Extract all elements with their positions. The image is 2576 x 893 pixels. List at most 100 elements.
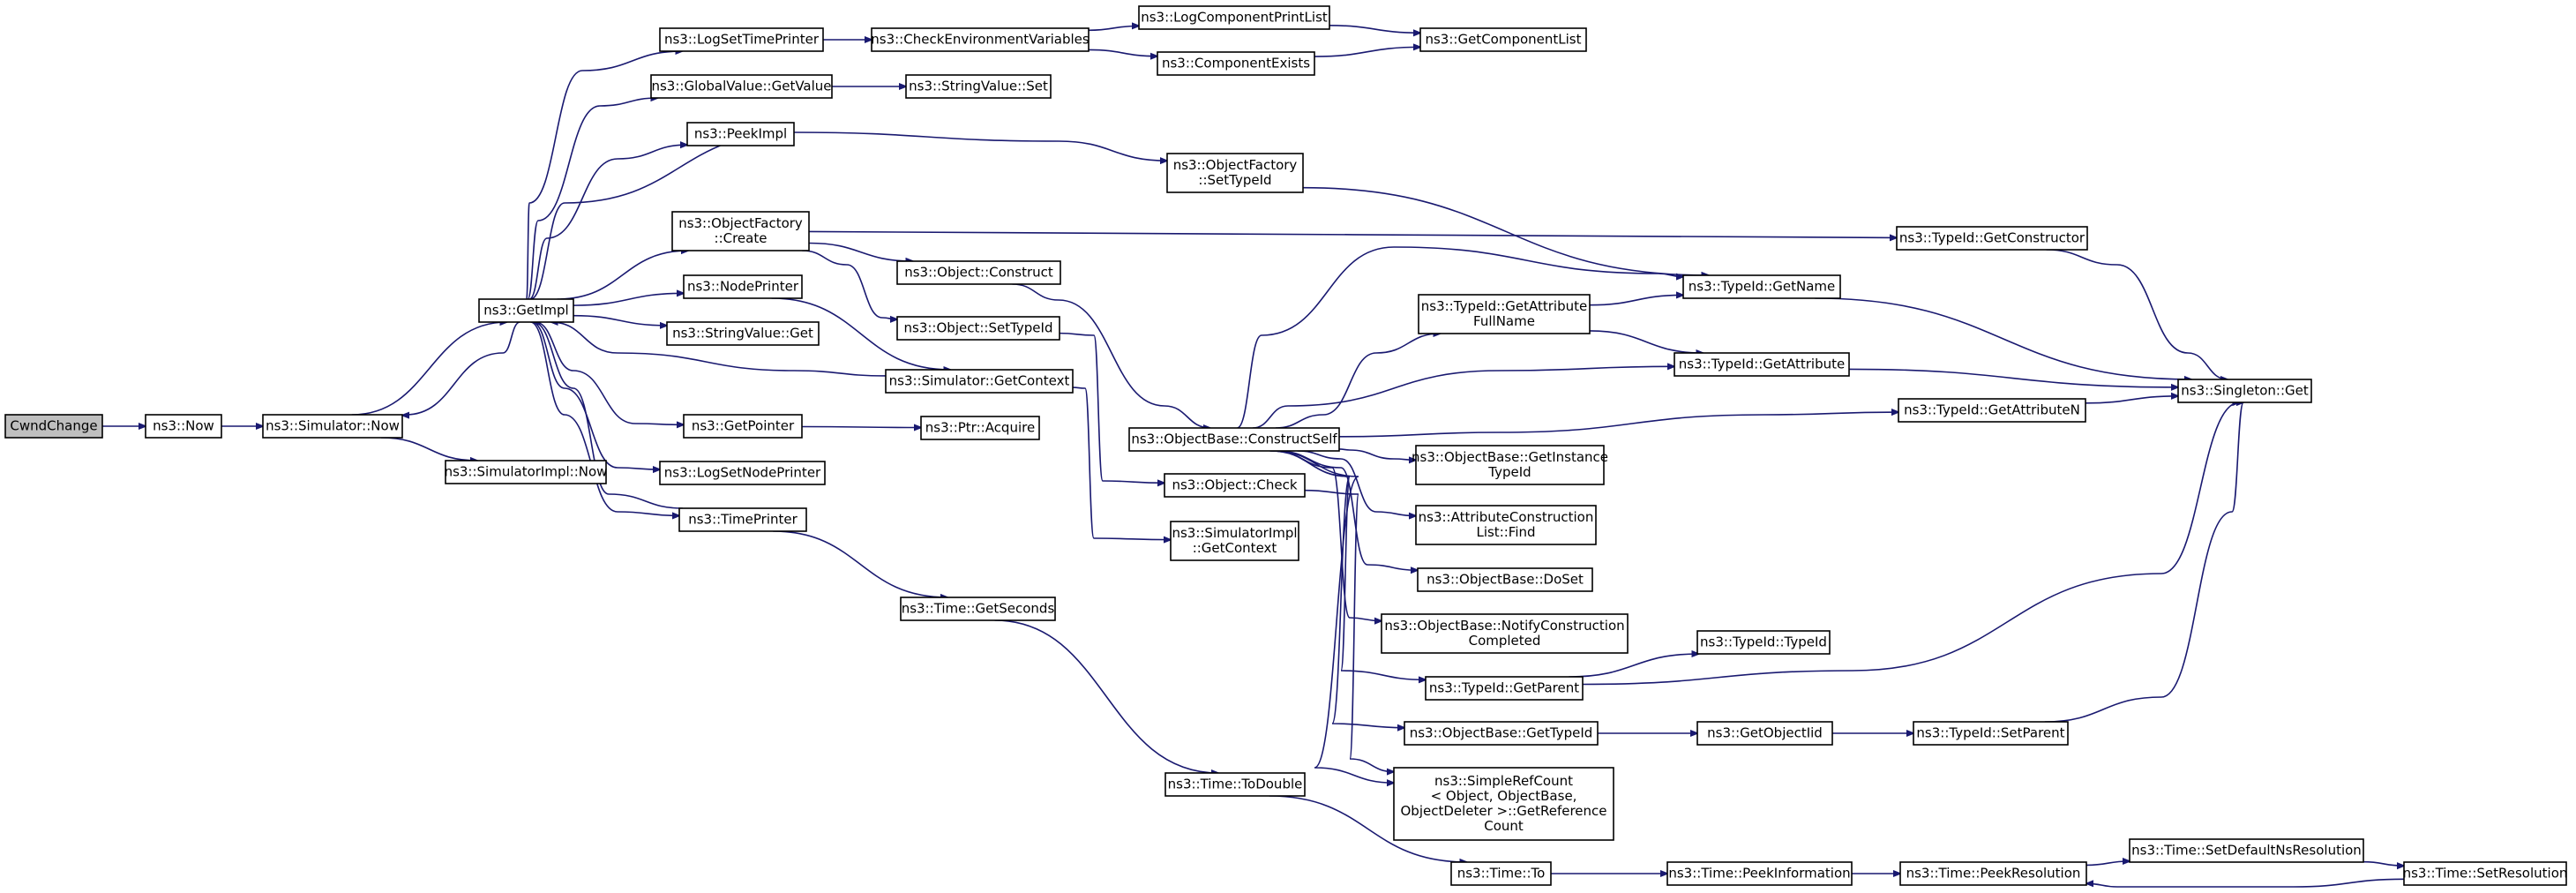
node-setdefault[interactable]: ns3::Time::SetDefaultNsResolution (2129, 838, 2364, 863)
node-nodeprinter[interactable]: ns3::NodePrinter (683, 274, 803, 299)
node-label: ns3::ObjectBase::ConstructSelf (1131, 431, 1337, 447)
edge-nodeprinter-to-simgetctx (771, 297, 951, 370)
node-ofsettypeid[interactable]: ns3::ObjectFactory::SetTypeId (1166, 153, 1304, 193)
node-label: Completed (1469, 633, 1541, 649)
node-getname[interactable]: ns3::TypeId::GetName (1682, 274, 1841, 299)
node-box (871, 27, 1090, 52)
node-peekinfo[interactable]: ns3::Time::PeekInformation (1666, 861, 1853, 886)
edge-getattrfull-to-getattribute (1589, 330, 1703, 353)
node-label: ::SetTypeId (1198, 172, 1271, 188)
node-label: ns3::Object::SetTypeId (904, 320, 1053, 336)
node-todouble[interactable]: ns3::Time::ToDouble (1164, 772, 1306, 797)
node-label: ns3::LogSetTimePrinter (664, 32, 820, 48)
node-logsetnode[interactable]: ns3::LogSetNodePrinter (659, 461, 826, 485)
edge-getimpl-to-globalvalue (527, 98, 657, 300)
node-label: ns3::NodePrinter (687, 279, 799, 295)
node-singleton[interactable]: ns3::Singleton::Get (2177, 379, 2312, 403)
node-label: ns3::Now (153, 418, 214, 434)
edge-getimpl-to-simnow (402, 321, 520, 416)
node-getattribute[interactable]: ns3::TypeId::GetAttribute (1674, 352, 1850, 377)
node-label: ns3::TypeId::GetName (1689, 279, 1835, 295)
edge-getimpl-to-peekimpl (528, 145, 687, 300)
node-stringset[interactable]: ns3::StringValue::Set (905, 74, 1052, 99)
node-label: ns3::TypeId::GetConstructor (1899, 230, 2086, 246)
node-getpointer[interactable]: ns3::GetPointer (683, 414, 803, 439)
edge-getimpl-to-nodeprinter (573, 293, 684, 306)
node-logsettime[interactable]: ns3::LogSetTimePrinter (659, 27, 824, 52)
node-box (885, 369, 1074, 394)
edge-getattrn-to-singleton (2085, 396, 2178, 404)
node-timeprinter[interactable]: ns3::TimePrinter (678, 507, 807, 532)
node-box (1138, 5, 1330, 30)
edge-constructself-to-refcount (1272, 450, 1394, 783)
edge-getimpl-to-timeprinter (530, 321, 679, 515)
edge-ofcreate-to-objsettypeid (802, 250, 897, 319)
node-box (686, 122, 795, 146)
edge-getpointer-to-ptracquire (801, 426, 921, 427)
node-getimpl[interactable]: ns3::GetImpl (478, 298, 574, 323)
edge-getimpl-to-logsettime (526, 51, 683, 300)
node-checkenv[interactable]: ns3::CheckEnvironmentVariables (871, 27, 1090, 52)
node-objcheck[interactable]: ns3::Object::Check (1164, 473, 1306, 498)
node-compexists[interactable]: ns3::ComponentExists (1157, 51, 1315, 76)
node-simgetctx[interactable]: ns3::Simulator::GetContext (885, 369, 1074, 394)
node-label: ns3::ComponentExists (1162, 56, 1310, 71)
node-typeidtypeid[interactable]: ns3::TypeId::TypeId (1696, 630, 1831, 655)
node-cwnd[interactable]: CwndChange (4, 414, 103, 439)
node-constructself[interactable]: ns3::ObjectBase::ConstructSelf (1128, 427, 1340, 452)
node-box (1164, 772, 1306, 797)
node-refcount[interactable]: ns3::SimpleRefCount< Object, ObjectBase,… (1393, 767, 1614, 841)
node-simnow[interactable]: ns3::Simulator::Now (262, 414, 403, 439)
node-setparent[interactable]: ns3::TypeId::SetParent (1913, 721, 2069, 746)
node-label: ns3::LogComponentPrintList (1141, 10, 1328, 26)
node-box (1415, 505, 1597, 545)
node-label: ns3::TypeId::GetAttribute (1679, 356, 1845, 372)
node-ofcreate[interactable]: ns3::ObjectFactory::Create (671, 211, 810, 251)
node-ptracquire[interactable]: ns3::Ptr::Acquire (920, 416, 1040, 440)
node-label: ns3::Simulator::Now (266, 418, 400, 434)
node-setres[interactable]: ns3::Time::SetResolution (2403, 861, 2568, 886)
node-box (1381, 613, 1629, 654)
node-now[interactable]: ns3::Now (145, 414, 222, 439)
node-timeto[interactable]: ns3::Time::To (1450, 861, 1552, 886)
node-getattrn[interactable]: ns3::TypeId::GetAttributeN (1898, 398, 2086, 423)
node-objconstruct[interactable]: ns3::Object::Construct (896, 260, 1061, 285)
node-peekres[interactable]: ns3::Time::PeekResolution (1899, 861, 2087, 886)
node-notify[interactable]: ns3::ObjectBase::NotifyConstructionCompl… (1381, 613, 1629, 654)
node-getseconds[interactable]: ns3::Time::GetSeconds (900, 597, 1056, 621)
node-simimplctx[interactable]: ns3::SimulatorImpl::GetContext (1170, 521, 1299, 561)
node-label: ns3::TimePrinter (688, 512, 798, 528)
node-label: ns3::ObjectBase::GetTypeId (1410, 725, 1593, 741)
node-box (666, 321, 820, 346)
node-objsettypeid[interactable]: ns3::Object::SetTypeId (896, 316, 1060, 341)
node-doset[interactable]: ns3::ObjectBase::DoSet (1417, 567, 1593, 592)
node-box (683, 414, 803, 439)
node-logcompprint[interactable]: ns3::LogComponentPrintList (1138, 5, 1330, 30)
node-getparent[interactable]: ns3::TypeId::GetParent (1425, 676, 1584, 701)
edge-simnow-to-simimplnow (380, 437, 478, 461)
node-box (1682, 274, 1841, 299)
edge-ofsettypeid-to-getname (1302, 186, 1709, 275)
node-box (1418, 294, 1591, 334)
node-label: ns3::TypeId::GetAttributeN (1904, 402, 2080, 418)
edge-objcheck-to-refcount (1304, 489, 1394, 772)
node-getcomplist[interactable]: ns3::GetComponentList (1419, 27, 1587, 52)
node-getconstructor[interactable]: ns3::TypeId::GetConstructor (1896, 226, 2088, 251)
node-box (1696, 630, 1831, 655)
node-globalvalue[interactable]: ns3::GlobalValue::GetValue (650, 74, 833, 99)
node-stringget[interactable]: ns3::StringValue::Get (666, 321, 820, 346)
node-simimplnow[interactable]: ns3::SimulatorImpl::Now (445, 460, 608, 484)
node-box (1417, 567, 1593, 592)
edge-getparent-to-singleton (1582, 402, 2240, 686)
node-getobjectiid[interactable]: ns3::GetObjectIid (1696, 721, 1833, 746)
node-obgettypeid[interactable]: ns3::ObjectBase::GetTypeId (1404, 721, 1599, 746)
node-label: ns3::PeekImpl (694, 126, 787, 142)
node-label: ns3::GetPointer (692, 418, 795, 434)
edge-constructself-to-getattrfull (1275, 334, 1441, 429)
node-peekimpl[interactable]: ns3::PeekImpl (686, 122, 795, 146)
